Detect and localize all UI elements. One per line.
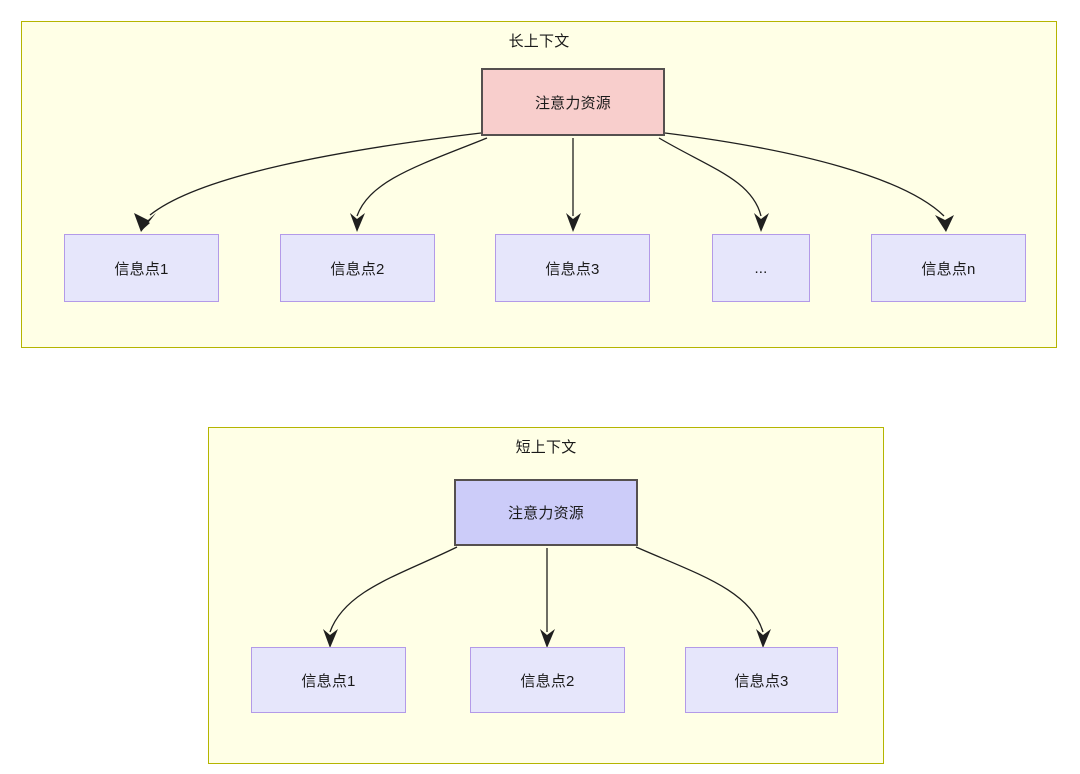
node-label: 信息点2 — [330, 260, 385, 278]
group-short-context-title: 短上下文 — [515, 439, 577, 456]
node-long-info-point-ellipsis[interactable]: ... — [712, 234, 810, 302]
node-label: ... — [754, 259, 768, 277]
node-label: 注意力资源 — [507, 505, 584, 522]
node-short-info-point-3[interactable]: 信息点3 — [685, 647, 838, 713]
node-label: 信息点n — [921, 260, 976, 278]
node-label: 信息点2 — [520, 672, 575, 690]
node-short-attention-resource[interactable]: 注意力资源 — [454, 479, 638, 546]
node-label: 信息点1 — [301, 672, 356, 690]
node-label: 信息点1 — [114, 260, 169, 278]
group-short-context[interactable]: 短上下文 — [208, 427, 884, 764]
node-long-info-point-1[interactable]: 信息点1 — [64, 234, 219, 302]
node-long-attention-resource[interactable]: 注意力资源 — [481, 68, 665, 136]
node-long-info-point-3[interactable]: 信息点3 — [495, 234, 650, 302]
node-long-info-point-n[interactable]: 信息点n — [871, 234, 1026, 302]
group-long-context-title: 长上下文 — [508, 33, 570, 50]
node-short-info-point-1[interactable]: 信息点1 — [251, 647, 406, 713]
node-label: 信息点3 — [545, 260, 600, 278]
node-label: 注意力资源 — [534, 94, 611, 112]
node-short-info-point-2[interactable]: 信息点2 — [470, 647, 625, 713]
node-label: 信息点3 — [734, 672, 789, 690]
node-long-info-point-2[interactable]: 信息点2 — [280, 234, 435, 302]
